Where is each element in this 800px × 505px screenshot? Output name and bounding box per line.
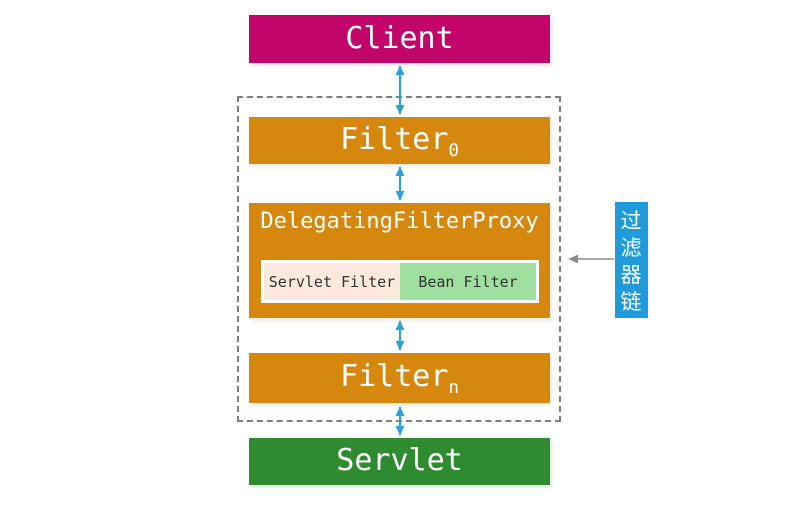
filter-n-subscript: n: [448, 378, 459, 398]
inner-filters-group: Servlet Filter Bean Filter: [261, 260, 539, 303]
bean-filter-box: Bean Filter: [400, 263, 536, 300]
servlet-filter-box: Servlet Filter: [264, 263, 400, 300]
delegating-filter-proxy-title: DelegatingFilterProxy: [260, 209, 539, 234]
client-box: Client: [249, 15, 550, 63]
servlet-box: Servlet: [249, 438, 550, 485]
filter-n-box: Filtern: [249, 353, 550, 403]
filter-n-label: Filter: [340, 359, 449, 394]
delegating-filter-proxy-box: DelegatingFilterProxy Servlet Filter Bea…: [249, 203, 550, 318]
filter-0-subscript: 0: [448, 141, 459, 161]
filter-0-box: Filter0: [249, 117, 550, 164]
filter-chain-side-label: 过滤器链: [615, 202, 648, 318]
filter-0-label: Filter: [340, 122, 449, 157]
